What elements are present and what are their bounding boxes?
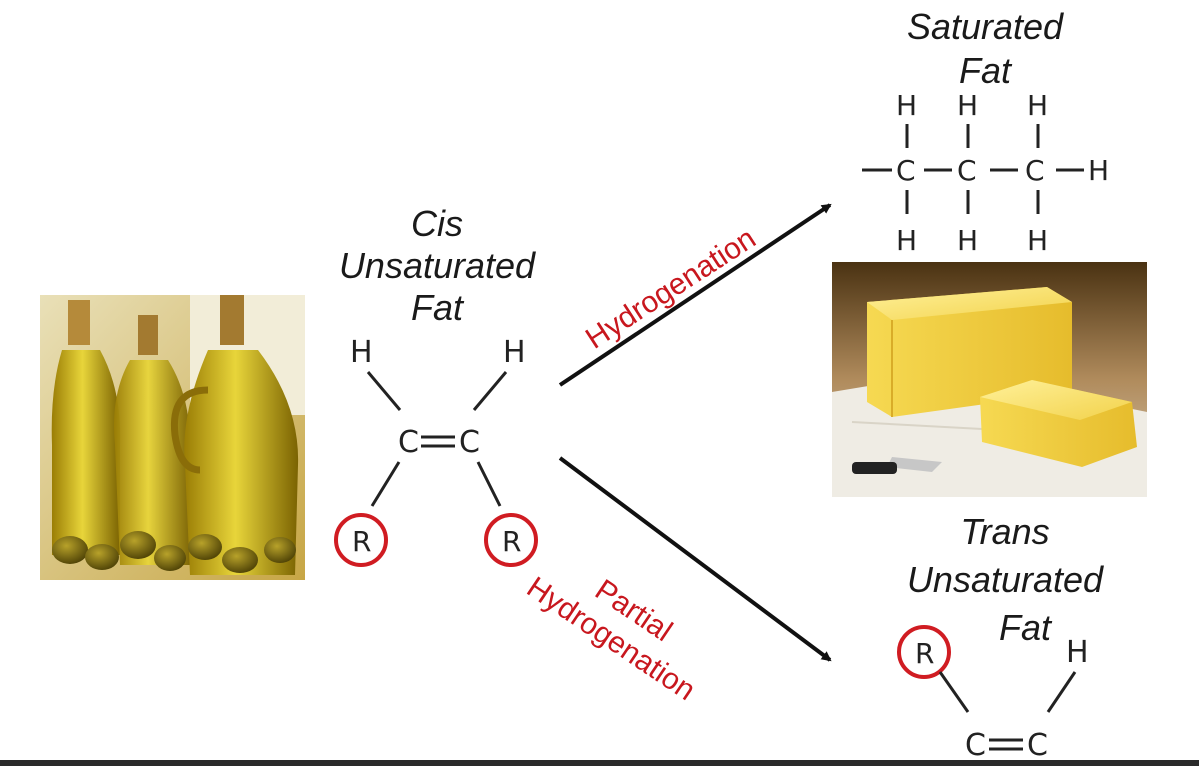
cis-title-line-3: Fat	[410, 287, 463, 328]
bottom-border	[0, 760, 1199, 766]
saturated-molecule: H H H C C C H H H H	[862, 89, 1109, 257]
cis-bond-r-right	[476, 461, 502, 507]
olive-oil-image	[40, 295, 305, 580]
cis-title-line-1: Cis	[411, 203, 463, 244]
trans-molecule: R H C C	[897, 625, 1089, 763]
cis-c-right: C	[459, 425, 480, 460]
saturated-title: Saturated Fat	[880, 3, 1090, 95]
cis-r-left: R	[352, 525, 371, 558]
sat-c-3: C	[1025, 154, 1045, 187]
sat-h-top-3: H	[1027, 89, 1048, 122]
trans-c-right: C	[1027, 728, 1048, 763]
sat-h-right: H	[1088, 154, 1109, 187]
cis-bond-h-left	[366, 371, 402, 411]
trans-c-left: C	[965, 728, 986, 763]
trans-bond-r	[938, 671, 970, 713]
cis-c-left: C	[398, 425, 419, 460]
saturated-title-line-2: Fat	[958, 50, 1011, 91]
hydrogenation-arrow	[558, 203, 832, 387]
trans-bond-h	[1046, 671, 1077, 713]
cis-h-left: H	[350, 335, 373, 370]
sat-c-1: C	[896, 154, 916, 187]
butter-image	[832, 262, 1147, 497]
trans-r: R	[915, 637, 934, 670]
saturated-title-line-1: Saturated	[906, 6, 1064, 47]
sat-h-bottom-1: H	[896, 224, 917, 257]
sat-h-top-2: H	[957, 89, 978, 122]
trans-h: H	[1066, 635, 1089, 670]
cis-title: Cis Unsaturated Fat	[312, 203, 562, 329]
cis-bond-r-left	[370, 461, 401, 507]
cis-h-right: H	[503, 335, 526, 370]
cis-r-right-circle	[484, 513, 538, 567]
trans-title: Trans Unsaturated Fat	[880, 508, 1130, 652]
cis-r-left-circle	[334, 513, 388, 567]
trans-title-line-1: Trans	[960, 511, 1050, 552]
cis-molecule: H H C C R R	[334, 335, 538, 567]
trans-r-circle	[897, 625, 951, 679]
cis-r-right: R	[502, 525, 521, 558]
partial-hydrogenation-arrow	[558, 456, 832, 662]
sat-h-bottom-3: H	[1027, 224, 1048, 257]
cis-bond-h-right	[472, 371, 508, 411]
cis-title-line-2: Unsaturated	[338, 245, 536, 286]
sat-h-bottom-2: H	[957, 224, 978, 257]
trans-title-line-3: Fat	[998, 607, 1051, 648]
sat-h-top-1: H	[896, 89, 917, 122]
sat-c-2: C	[957, 154, 977, 187]
trans-title-line-2: Unsaturated	[906, 559, 1104, 600]
